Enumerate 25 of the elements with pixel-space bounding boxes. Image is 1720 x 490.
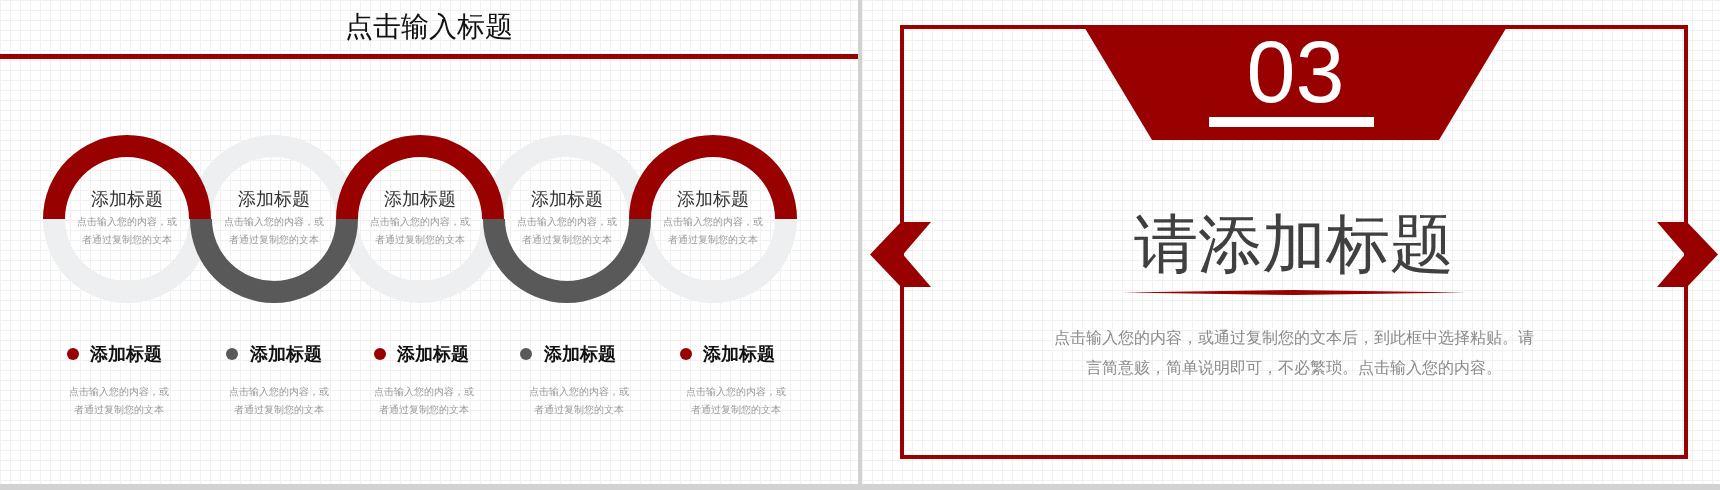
frame-box — [900, 25, 1688, 459]
ring-body-text: 点击输入您的内容，或者通过复制您的文本 — [222, 215, 325, 247]
ring-heading: 添加标题 — [530, 188, 603, 210]
item-body-text: 点击输入您的内容，或者通过复制您的文本 — [67, 385, 170, 417]
item-body-text: 点击输入您的内容，或者通过复制您的文本 — [228, 385, 330, 417]
panel-body-text: 点击输入您的内容，或通过复制您的文本后，到此框中选择粘贴。请言简意赅，简单说明即可，不必繁琐。点击输入您的内容。 — [1053, 327, 1535, 379]
ring-heading: 添加标题 — [677, 188, 749, 210]
item-heading: 添加标题 — [397, 342, 469, 366]
ring-body-text: 点击输入您的内容，或者通过复制您的文本 — [662, 215, 764, 247]
ring-body-text: 点击输入您的内容，或者通过复制您的文本 — [76, 215, 178, 247]
item-heading: 添加标题 — [703, 342, 775, 366]
item-heading: 添加标题 — [90, 342, 162, 366]
ring-heading: 添加标题 — [384, 188, 456, 210]
item-heading: 添加标题 — [250, 342, 322, 366]
slide-title: 点击输入标题 — [345, 10, 513, 44]
section-number: 03 — [1246, 28, 1345, 116]
ring-heading: 添加标题 — [237, 188, 310, 210]
item-body-text: 点击输入您的内容，或者通过复制您的文本 — [528, 385, 630, 417]
item-body-text: 点击输入您的内容，或者通过复制您的文本 — [685, 385, 787, 417]
panel-heading: 请添加标题 — [1134, 212, 1454, 276]
ring-body-text: 点击输入您的内容，或者通过复制您的文本 — [515, 215, 618, 247]
item-body-text: 点击输入您的内容，或者通过复制您的文本 — [372, 385, 475, 417]
item-heading: 添加标题 — [544, 342, 616, 366]
ring-heading: 添加标题 — [91, 188, 163, 210]
ring-body-text: 点击输入您的内容，或者通过复制您的文本 — [369, 215, 471, 247]
